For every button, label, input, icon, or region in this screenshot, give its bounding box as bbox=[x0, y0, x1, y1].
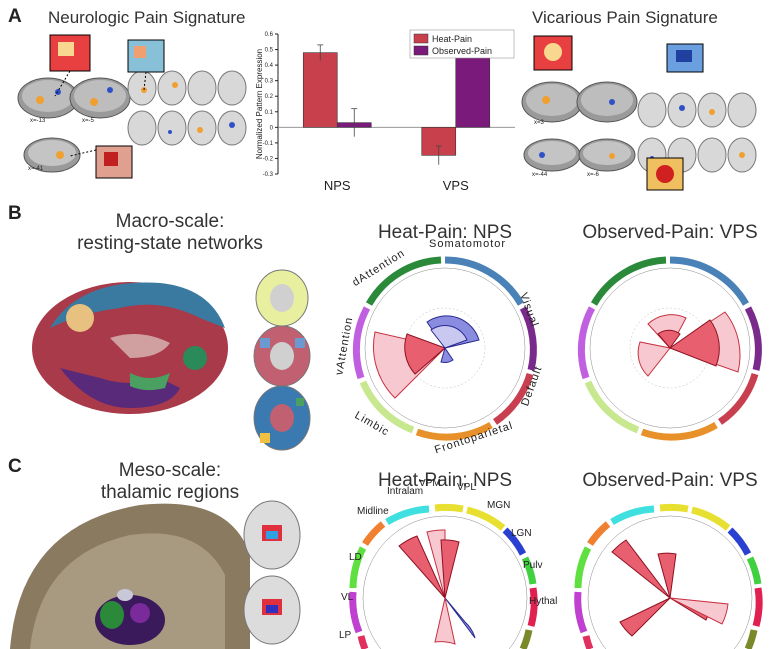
label-visual: Visual bbox=[517, 291, 541, 329]
b-vps-ring bbox=[577, 256, 762, 441]
c-label-lgn: LGN bbox=[511, 528, 532, 539]
c-polar-vps bbox=[574, 503, 763, 649]
label-limbic: Limbic bbox=[352, 409, 392, 439]
macro-scale-title-line2: resting-state networks bbox=[77, 233, 263, 254]
c-polar-left-title: Heat-Pain: NPS bbox=[377, 470, 513, 491]
b-polar-vps bbox=[577, 256, 762, 441]
nps-slice-label-1: x=-13 bbox=[30, 118, 46, 124]
macro-scale-title-line1: Macro-scale: bbox=[115, 211, 225, 232]
c-label-vl: VL bbox=[341, 592, 354, 603]
meso-scale-title: Meso-scale: thalamic regions bbox=[70, 460, 270, 504]
b-polar-left-title: Heat-Pain: NPS bbox=[377, 222, 513, 243]
bar-y-tick-label: -0.1 bbox=[263, 141, 274, 147]
c-label-lp: LP bbox=[339, 630, 352, 641]
c-vps-ring bbox=[574, 503, 763, 649]
vps-sagittal-brains bbox=[521, 81, 638, 172]
legend-swatch bbox=[413, 45, 429, 56]
vps-zoom-insets bbox=[533, 35, 704, 191]
bar-marks bbox=[302, 41, 491, 165]
c-label-pulv: Pulv bbox=[523, 560, 543, 571]
bar-vps-1 bbox=[455, 47, 491, 128]
bar-y-tick-label: 0.6 bbox=[265, 32, 274, 38]
c-region-labels: VPM VPL MGN LGN Pulv Hythal LP VL LD Mid… bbox=[335, 478, 775, 649]
c-nps-wedges bbox=[398, 529, 476, 645]
vps-slice-label-2: x=-44 bbox=[532, 172, 548, 178]
c-label-mgn: MGN bbox=[487, 500, 511, 511]
bar-nps-0 bbox=[302, 52, 338, 128]
panel-a-letter: A bbox=[8, 6, 22, 27]
c-polar-right-title: Observed-Pain: VPS bbox=[582, 470, 758, 491]
legend-label: Observed-Pain bbox=[432, 46, 492, 56]
b-polar-right-title: Observed-Pain: VPS bbox=[582, 222, 758, 243]
b-nps-ring bbox=[352, 256, 537, 441]
bar-category-label: NPS bbox=[324, 178, 351, 193]
c-label-vpm: VPM bbox=[419, 478, 441, 489]
legend-swatch bbox=[413, 33, 429, 44]
panel-c-letter: C bbox=[8, 456, 22, 477]
bar-category-label: VPS bbox=[443, 178, 469, 193]
c-label-intralam: Intralam bbox=[387, 486, 424, 497]
pattern-expression-bar-chart: -0.3 -0.2 -0.1 0 0.1 0.2 0.3 0.4 0.5 0.6Normalize… bbox=[255, 29, 515, 193]
resting-state-brain-render bbox=[32, 269, 311, 451]
vps-brain-montage: x=3 x=-44 x=-6 bbox=[521, 35, 757, 191]
panel-b-letter: B bbox=[8, 203, 22, 224]
c-vps-wedges bbox=[611, 539, 729, 637]
thalamus-brain-render bbox=[10, 500, 301, 649]
meso-scale-title-line2: thalamic regions bbox=[100, 482, 240, 503]
nps-slice-label-2: x=-5 bbox=[82, 118, 95, 124]
vps-slice-label-1: x=3 bbox=[534, 120, 545, 126]
nps-zoom-insets bbox=[49, 34, 165, 179]
label-dattention: dAttention bbox=[350, 247, 408, 289]
bar-y-tick-label: 0.2 bbox=[265, 94, 274, 100]
vps-title: Vicarious Pain Signature bbox=[532, 8, 718, 27]
bar-y-tick-label: 0.5 bbox=[265, 48, 274, 54]
b-nps-wedges bbox=[373, 315, 480, 399]
c-label-vpl: VPL bbox=[457, 482, 476, 493]
c-label-midline: Midline bbox=[357, 506, 389, 517]
b-vps-wedges bbox=[637, 311, 741, 377]
bar-y-tick-label: 0 bbox=[270, 125, 274, 131]
c-label-ld: LD bbox=[349, 552, 362, 563]
bar-y-tick-label: 0.4 bbox=[265, 63, 274, 69]
nps-slice-label-3: x=-41 bbox=[28, 166, 44, 172]
bar-y-tick-label: -0.2 bbox=[263, 156, 274, 162]
label-somatomotor: Somatomotor bbox=[429, 238, 507, 250]
label-frontoparietal: Frontoparietal bbox=[433, 419, 515, 457]
bar-y-axis-label: Normalized Pattern Expression bbox=[255, 49, 264, 159]
nps-brain-montage: x=-13 x=-5 x=-41 bbox=[17, 34, 247, 179]
vps-slice-label-3: x=-6 bbox=[587, 172, 600, 178]
label-default: Default bbox=[519, 364, 545, 408]
nps-axial-slices bbox=[127, 70, 247, 146]
bar-y-tick-label: -0.3 bbox=[263, 172, 274, 178]
bar-y-tick-label: 0.3 bbox=[265, 79, 274, 85]
vps-axial-slices bbox=[637, 92, 757, 173]
bar-y-tick-label: 0.1 bbox=[265, 110, 274, 116]
nps-title: Neurologic Pain Signature bbox=[48, 8, 246, 27]
c-label-hythal: Hythal bbox=[529, 596, 558, 607]
meso-scale-title-line1: Meso-scale: bbox=[118, 460, 222, 481]
legend-label: Heat-Pain bbox=[432, 34, 472, 44]
b-network-labels-nps: Somatomotor Visual Default Frontoparieta… bbox=[333, 238, 553, 460]
macro-scale-title: Macro-scale: resting-state networks bbox=[70, 211, 270, 255]
nps-sagittal-brains bbox=[17, 77, 131, 173]
b-polar-nps bbox=[352, 256, 537, 441]
